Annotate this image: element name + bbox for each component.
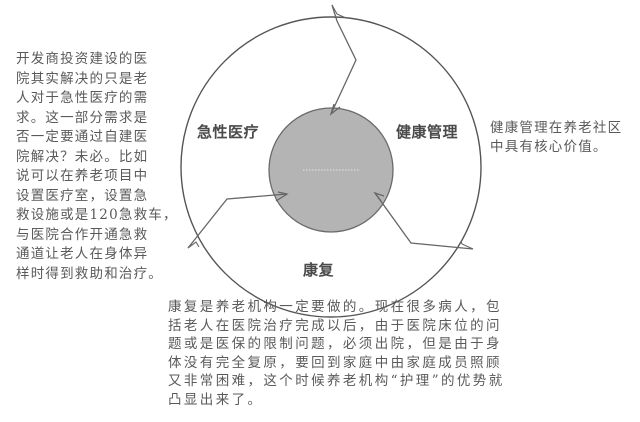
note-line: 否一定要通过自建医 (16, 129, 149, 145)
note-line: 开发商投资建设的医 (16, 51, 149, 67)
note-rehabilitation: 康复是养老机构一定要做的。现在很多病人，包 括老人在医院治疗完成以后，由于医院床… (168, 298, 505, 410)
note-line: 健康管理在养老社区 (490, 120, 623, 136)
segment-label-health-management: 健康管理 (396, 123, 459, 141)
note-line: 凸显出来了。 (168, 391, 264, 408)
note-line: 与医院合作开通急救 (16, 226, 149, 243)
arrow-top-icon (329, 4, 357, 116)
note-line: 说可以在养老项目中 (16, 168, 149, 184)
note-line: 括老人在医院治疗完成以后，由于医院床位的问 (168, 317, 502, 334)
note-line: 样时得到救助和治疗。 (16, 265, 163, 282)
note-line: 设置医疗室，设置急 (16, 187, 149, 204)
note-line: 人对于急性医疗的需 (16, 90, 149, 106)
note-acute-care: 开发商投资建设的医 院其实解决的只是老 人对于急性医疗的需 求。这一部分需求是 … (16, 50, 178, 284)
note-line: 中具有核心价值。 (490, 138, 608, 155)
outer-circle (180, 16, 482, 318)
note-line: 院其实解决的只是老 (16, 70, 149, 87)
arrow-right-icon (373, 191, 474, 250)
note-line: 求。这一部分需求是 (16, 109, 149, 126)
note-health-management: 健康管理在养老社区 中具有核心价值。 (490, 119, 622, 156)
segment-label-acute-care: 急性医疗 (197, 123, 260, 141)
segment-label-rehabilitation: 康复 (303, 261, 335, 279)
note-line: 通道让老人在身体异 (16, 246, 149, 262)
arrow-left-icon (187, 191, 289, 249)
note-line: 救设施或是120急救车， (16, 207, 178, 223)
note-line: 康复是养老机构一定要做的。现在很多病人，包 (168, 299, 502, 315)
note-line: 院解决？未必。比如 (16, 148, 149, 165)
note-line: 题或是医保的限制问题，必须出院，但是由于身 (168, 336, 502, 353)
note-line: 体没有完全复原，要回到家庭中由家庭成员照顾 (168, 354, 502, 371)
note-line: 又非常困难，这个时候养老机构“护理”的优势就 (168, 373, 505, 390)
